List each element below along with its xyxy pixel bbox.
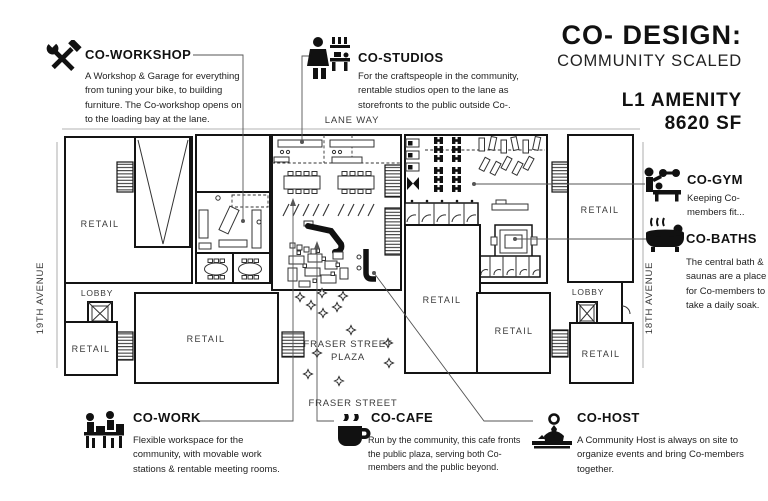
west-block: [64, 136, 279, 384]
level-block: L1 AMENITY 8620 SF: [512, 90, 742, 136]
room-retail-east-top: [567, 134, 634, 283]
callout-work-title: CO-WORK: [133, 410, 201, 425]
shower-stalls: [477, 255, 541, 278]
plaza: [281, 288, 394, 386]
label-fraser-street: FRASER STREET: [308, 398, 397, 409]
bike-racks: [282, 203, 375, 217]
label-retail-mid: RETAIL: [423, 295, 462, 305]
cowork-desks: [287, 248, 349, 288]
stairs-west-top: [116, 161, 134, 193]
concierge-icon: [530, 412, 574, 452]
toilet-stalls: [404, 199, 479, 226]
label-plaza-line1: FRASER STREET: [303, 339, 392, 350]
craftsperson-icon: [306, 36, 352, 86]
room-retail-south-mid: [476, 292, 551, 374]
callout-gym-title: CO-GYM: [687, 172, 743, 187]
tools-icon: [44, 40, 82, 78]
page-subtitle: COMMUNITY SCALED: [557, 52, 742, 70]
stairs-east-top: [551, 161, 569, 193]
callout-baths-body: The central bath & saunas are a place fo…: [686, 257, 767, 311]
label-retail-east-top: RETAIL: [581, 205, 620, 215]
east-block: [551, 134, 634, 384]
label-lane-way: LANE WAY: [325, 115, 379, 126]
stairs-central: [384, 207, 402, 256]
site-boundary-lines: [56, 128, 644, 368]
label-retail-southwest: RETAIL: [72, 344, 111, 354]
coffee-cup-icon: [334, 412, 372, 452]
leader-work: [197, 204, 294, 422]
label-retail-east-bottom: RETAIL: [582, 349, 621, 359]
leader-workshop: [193, 54, 244, 221]
label-retail-west: RETAIL: [81, 219, 120, 229]
host-counter: [356, 249, 376, 282]
leader-studios: [301, 55, 310, 142]
callout-host-title: CO-HOST: [577, 410, 640, 425]
callout-studios-title: CO-STUDIOS: [358, 50, 444, 65]
level-label: L1 AMENITY: [621, 90, 742, 111]
leader-host: [373, 272, 533, 422]
room-retail-south-center: [134, 292, 279, 384]
leader-lines: [193, 54, 648, 422]
header: CO- DESIGN: COMMUNITY SCALED: [512, 22, 742, 71]
callout-workshop-body: A Workshop & Garage for everything from …: [85, 71, 242, 125]
ramp-v: [137, 139, 189, 245]
ramp-enclosure: [134, 136, 191, 248]
stairs-central-top: [384, 164, 402, 198]
area-label: 8620 SF: [664, 112, 742, 134]
callout-baths-title: CO-BATHS: [686, 231, 757, 246]
studio-tables: [283, 171, 375, 194]
label-lobby-west: LOBBY: [81, 288, 113, 298]
label-lobby-east: LOBBY: [572, 287, 604, 297]
callout-studios-body: For the craftspeople in the community, r…: [358, 71, 519, 111]
room-retail-east-bottom: [569, 322, 634, 384]
callout-host-body: A Community Host is always on site to or…: [577, 435, 744, 475]
callout-work-body: Flexible workspace for the community, wi…: [133, 435, 280, 475]
label-19th-avenue: 19TH AVENUE: [35, 262, 46, 335]
bathtub-icon: [644, 214, 686, 256]
central-block: [271, 134, 402, 291]
barbell-icon: [643, 166, 683, 202]
meeting-tables: [204, 258, 262, 280]
callout-workshop-title: CO-WORKSHOP: [85, 47, 192, 62]
label-plaza-line2: PLAZA: [331, 352, 365, 363]
room-retail-southwest: [64, 321, 118, 376]
stairs-east-bottom: [551, 329, 569, 358]
workshop-block: [195, 134, 271, 284]
studio-benches: [273, 139, 375, 164]
callout-gym-body: Keeping Co-members fit...: [687, 193, 745, 219]
bath-area: [490, 199, 538, 259]
label-18th-avenue: 18TH AVENUE: [644, 262, 655, 335]
plan-labels: RETAIL RETAIL RETAIL RETAIL RETAIL RETAI…: [35, 115, 655, 409]
callout-cafe-title: CO-CAFE: [371, 410, 434, 425]
gym-machines: [405, 138, 420, 190]
workshop-furniture: [198, 195, 262, 250]
leader-cafe: [316, 247, 334, 422]
page-title: CO- DESIGN:: [561, 20, 742, 50]
label-retail-south-mid: RETAIL: [495, 326, 534, 336]
label-retail-south-center: RETAIL: [187, 334, 226, 344]
callout-cafe-body: Run by the community, this cafe fronts t…: [368, 435, 521, 472]
stairs-west-bottom: [116, 331, 134, 361]
workstations-icon: [82, 410, 126, 452]
